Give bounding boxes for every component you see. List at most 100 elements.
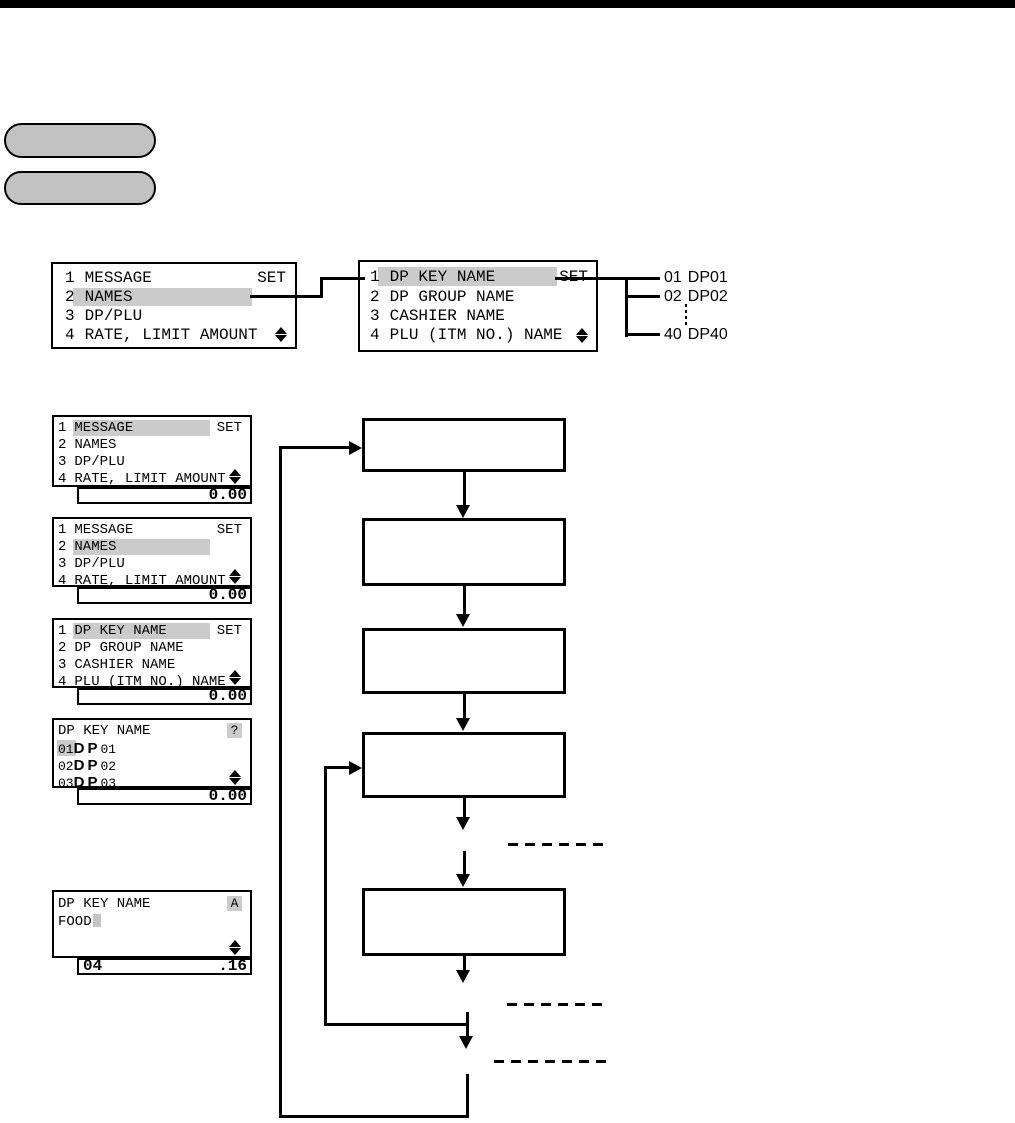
row-label: PLU (ITM NO.) NAME — [74, 674, 226, 690]
set-label: SET — [257, 269, 286, 287]
item-name-small: 02 — [100, 759, 117, 774]
row-label: MESSAGE — [84, 269, 152, 287]
connector-line — [320, 277, 365, 280]
help-badge: ? — [227, 723, 242, 738]
top-rule-bar — [0, 0, 1015, 8]
set-label: SET — [216, 522, 242, 538]
scroll-updown-icon — [275, 327, 287, 342]
row-number: 2 — [65, 288, 75, 306]
row-number: 1 — [370, 268, 380, 286]
menu-highlight-dp-key-name — [378, 267, 557, 286]
row-label: RATE, LIMIT AMOUNT — [74, 471, 226, 487]
branch-number: 40 — [664, 326, 682, 343]
set-label: SET — [216, 420, 242, 436]
down-arrow-icon — [456, 970, 470, 983]
branch-number: 01 — [664, 269, 682, 286]
row-number: 4 — [58, 573, 67, 589]
lcd-step5-name-entry: DP KEY NAME FOOD A — [52, 890, 252, 958]
branch-name: DP02 — [687, 288, 728, 305]
menu-highlight-dp-key-name — [73, 623, 210, 639]
row-number: 4 — [370, 326, 380, 344]
scroll-updown-icon — [229, 569, 241, 584]
flow-box-4 — [362, 732, 566, 798]
row-label: DP GROUP NAME — [74, 640, 184, 656]
row-number: 4 — [65, 326, 75, 344]
scroll-updown-icon — [229, 940, 241, 955]
row-label: CASHIER NAME — [74, 657, 176, 673]
amount-value: 0.00 — [208, 787, 247, 805]
row-label: PLU (ITM NO.) NAME — [389, 326, 563, 344]
title-text: DP KEY NAME — [58, 896, 151, 912]
amount-display: 0.00 — [77, 487, 252, 504]
row-number: 3 — [58, 657, 67, 673]
row-label: RATE, LIMIT AMOUNT — [84, 326, 258, 344]
row-label: DP KEY NAME — [74, 623, 167, 639]
row-number: 3 — [370, 307, 380, 325]
menu-highlight-message — [73, 420, 210, 436]
row-number: 1 — [58, 623, 67, 639]
outer-loop-line — [279, 447, 282, 1118]
down-arrow-icon — [456, 817, 470, 830]
entry-value-row: FOOD — [58, 914, 246, 931]
branch-number: 02 — [664, 288, 682, 305]
item-number: 01 — [58, 742, 74, 757]
menu-row: 4 RATE, LIMIT AMOUNT — [58, 573, 246, 590]
row-label: DP/PLU — [84, 307, 143, 325]
branch-ellipsis-dotted-line — [685, 304, 687, 328]
item-name-big: DP — [73, 774, 101, 791]
branch-label: 40 DP40 — [664, 326, 728, 344]
branch-name: DP40 — [687, 326, 728, 343]
menu-highlight-names — [73, 288, 252, 306]
entry-line-box1 — [279, 446, 349, 449]
lcd-step4-dp-list: DP KEY NAME 01DP01 02DP02 03DP03 ? — [52, 718, 252, 791]
row-number: 3 — [65, 307, 75, 325]
flow-box-2 — [362, 518, 566, 586]
menu-row: 3 DP/PLU — [65, 307, 291, 326]
row-label: CASHIER NAME — [389, 307, 505, 325]
connector-line — [555, 277, 628, 280]
dashed-separator — [508, 843, 603, 846]
outer-loop-bottom-line — [279, 1115, 469, 1118]
down-arrow-icon — [456, 614, 470, 627]
scroll-updown-icon — [229, 469, 241, 484]
menu-highlight-names — [73, 539, 210, 555]
dashed-separator — [494, 1060, 607, 1063]
item-number: 02 — [58, 759, 74, 774]
inner-loop-line — [324, 767, 327, 1026]
row-number: 3 — [58, 556, 67, 572]
menu-row: 3 CASHIER NAME — [58, 657, 246, 674]
flow-line — [463, 851, 466, 874]
item-name-big: DP — [73, 757, 101, 774]
branch-tick — [625, 333, 660, 336]
branch-label: 02 DP02 — [664, 288, 728, 306]
flow-line — [463, 472, 466, 505]
row-label: NAMES — [74, 539, 117, 555]
amount-value: 0.00 — [208, 687, 247, 705]
connector-line — [250, 295, 323, 298]
down-arrow-icon — [456, 874, 470, 887]
item-name-small: 03 — [100, 776, 117, 791]
row-label: MESSAGE — [74, 420, 134, 436]
branch-bracket-line — [625, 277, 628, 337]
row-label: MESSAGE — [74, 522, 134, 538]
row-label: RATE, LIMIT AMOUNT — [74, 573, 226, 589]
row-label: DP/PLU — [74, 556, 125, 572]
row-number: 4 — [58, 674, 67, 690]
down-arrow-icon — [459, 1036, 473, 1049]
dp-list-item: 03DP03 — [58, 774, 246, 791]
amount-display: 04.16 — [77, 958, 252, 975]
